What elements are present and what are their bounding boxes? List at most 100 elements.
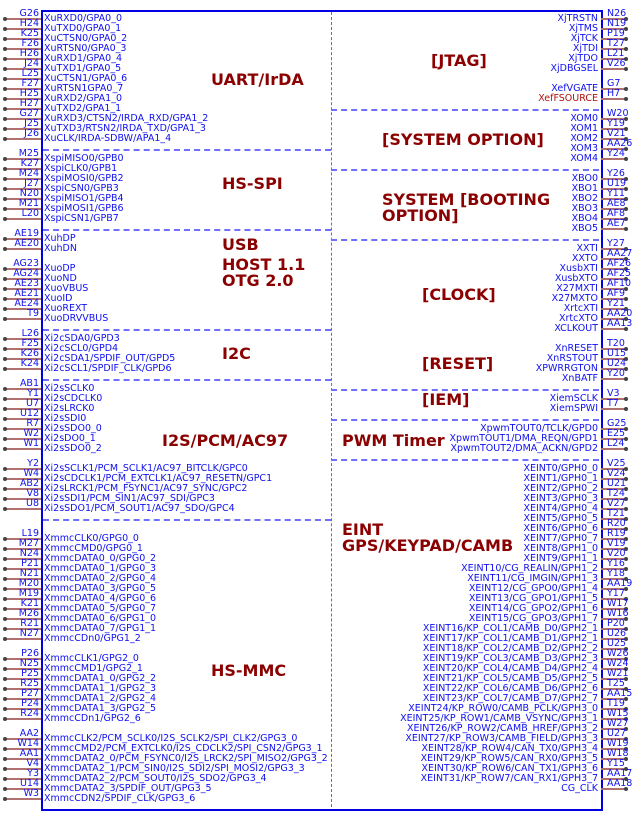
pin-number: Y1 [27, 388, 39, 399]
pin-end-dot [3, 287, 7, 291]
pin-end-dot [3, 277, 7, 281]
pin-number: T27 [607, 38, 625, 49]
pin-number: M21 [18, 198, 39, 209]
signal-name: XuoVBUS [44, 283, 89, 294]
pin-stub [601, 278, 626, 280]
pin-end-dot [3, 37, 7, 41]
label-usb-host: HOST 1.1 [222, 255, 306, 274]
signal-name: Xi2sSCLK0 [44, 383, 95, 394]
pin-end-dot [624, 597, 628, 601]
signal-name: XspiCSN0/GPB3 [44, 183, 119, 194]
pin-stub [601, 428, 626, 430]
pin-stub [601, 708, 626, 710]
signal-name: XmmcDATA0_0/GPG0_2 [44, 553, 157, 564]
pin-end-dot [624, 227, 628, 231]
pin-stub [5, 268, 41, 270]
pin-stub [5, 598, 41, 600]
pin-end-dot [624, 347, 628, 351]
signal-name: XEINT22/KP_COL6/CAMB_D6/GPH2_6 [422, 683, 598, 694]
pin-stub [601, 28, 626, 30]
pin-end-dot [3, 557, 7, 561]
section-divider [331, 459, 599, 461]
pin-end-dot [624, 47, 628, 51]
signal-name: XEINT10/CG_REALIN/GPH1_2 [461, 563, 598, 574]
label-uart: UART/IrDA [211, 70, 304, 89]
signal-name: XEINT13/CG_GPO1/GPH1_5 [468, 593, 598, 604]
signal-name: XusbXTI [559, 263, 598, 274]
section-divider [331, 169, 599, 171]
signal-name: XmmcDATA2_3/SPDIF_OUT/GPG3_5 [44, 783, 212, 794]
pin-end-dot [624, 197, 628, 201]
pin-stub [601, 48, 626, 50]
pin-end-dot [624, 87, 628, 91]
pin-number: AA1 [19, 748, 39, 759]
label-clock: [CLOCK] [422, 285, 496, 304]
signal-name: Xi2cSDA0/GPD3 [44, 333, 120, 344]
pin-number: W27 [607, 718, 629, 729]
signal-name: XiemSPWI [549, 403, 598, 414]
pin-number: U7 [26, 398, 39, 409]
pin-number: W2 [23, 428, 39, 439]
section-divider [43, 519, 331, 521]
pin-number: U24 [607, 358, 627, 369]
pin-end-dot [624, 67, 628, 71]
pin-stub [5, 68, 41, 70]
pin-number: K26 [20, 348, 39, 359]
pin-number: T19 [607, 698, 625, 709]
pin-end-dot [624, 567, 628, 571]
section-divider [43, 149, 331, 151]
pin-end-dot [624, 267, 628, 271]
pin-number: T20 [607, 338, 625, 349]
pin-number: T7 [607, 398, 619, 409]
pin-number: W4 [23, 468, 39, 479]
pin-number: Y11 [607, 188, 625, 199]
pin-number: W3 [23, 788, 39, 799]
pin-stub [5, 608, 41, 610]
pin-end-dot [3, 347, 7, 351]
pin-number: V4 [26, 758, 39, 769]
pin-end-dot [624, 397, 628, 401]
signal-name: XmmcDATA0_4/GPG0_6 [44, 593, 157, 604]
pin-stub [601, 728, 626, 730]
pin-stub [5, 58, 41, 60]
signal-name: XBO0 [571, 173, 598, 184]
signal-name: Xi2cSDA1/SPDIF_OUT/GPD5 [44, 353, 176, 364]
pin-end-dot [3, 497, 7, 501]
label-usb-otg: OTG 2.0 [222, 271, 294, 290]
pin-stub [5, 758, 41, 760]
pin-number: AA20 [607, 308, 633, 319]
pin-end-dot [624, 777, 628, 781]
pin-stub [601, 448, 626, 450]
pin-stub [5, 208, 41, 210]
pin-end-dot [3, 417, 7, 421]
pin-number: W1 [23, 438, 39, 449]
pin-number: M27 [18, 538, 39, 549]
signal-name: XEINT27/KP_ROW3/CAMB_FIELD/GPH3_3 [405, 733, 598, 744]
pin-end-dot [624, 137, 628, 141]
signal-name: Xi2sSDO1/PCM_SOUT1/AC97_SDO/GPC4 [44, 503, 235, 514]
signal-name: XmmcCDn1/GPG2_6 [44, 713, 141, 724]
pin-stub [5, 718, 41, 720]
pin-stub [5, 508, 41, 510]
signal-name: XmmcDATA0_6/GPG1_0 [44, 613, 157, 624]
pin-end-dot [3, 137, 7, 141]
signal-name: XuRXD0/GPA0_0 [44, 13, 123, 24]
signal-name: XspiMISO0/GPB0 [44, 153, 124, 164]
pin-number: AE23 [14, 278, 39, 289]
pin-number: J26 [24, 128, 39, 139]
pin-number: H27 [19, 98, 39, 109]
pin-number: W20 [607, 108, 629, 119]
signal-name: XBO4 [571, 213, 598, 224]
pin-stub [5, 358, 41, 360]
pin-stub [601, 548, 626, 550]
signal-name: XEINT29/KP_ROW5/CAN_RX0/GPH3_5 [420, 753, 598, 764]
pin-stub [5, 798, 41, 800]
pin-stub [601, 198, 626, 200]
pin-end-dot [3, 707, 7, 711]
pin-stub [601, 358, 626, 360]
pin-end-dot [3, 157, 7, 161]
pin-stub [601, 558, 626, 560]
pin-number: AA27 [607, 248, 633, 259]
pin-stub [5, 298, 41, 300]
pin-end-dot [3, 397, 7, 401]
